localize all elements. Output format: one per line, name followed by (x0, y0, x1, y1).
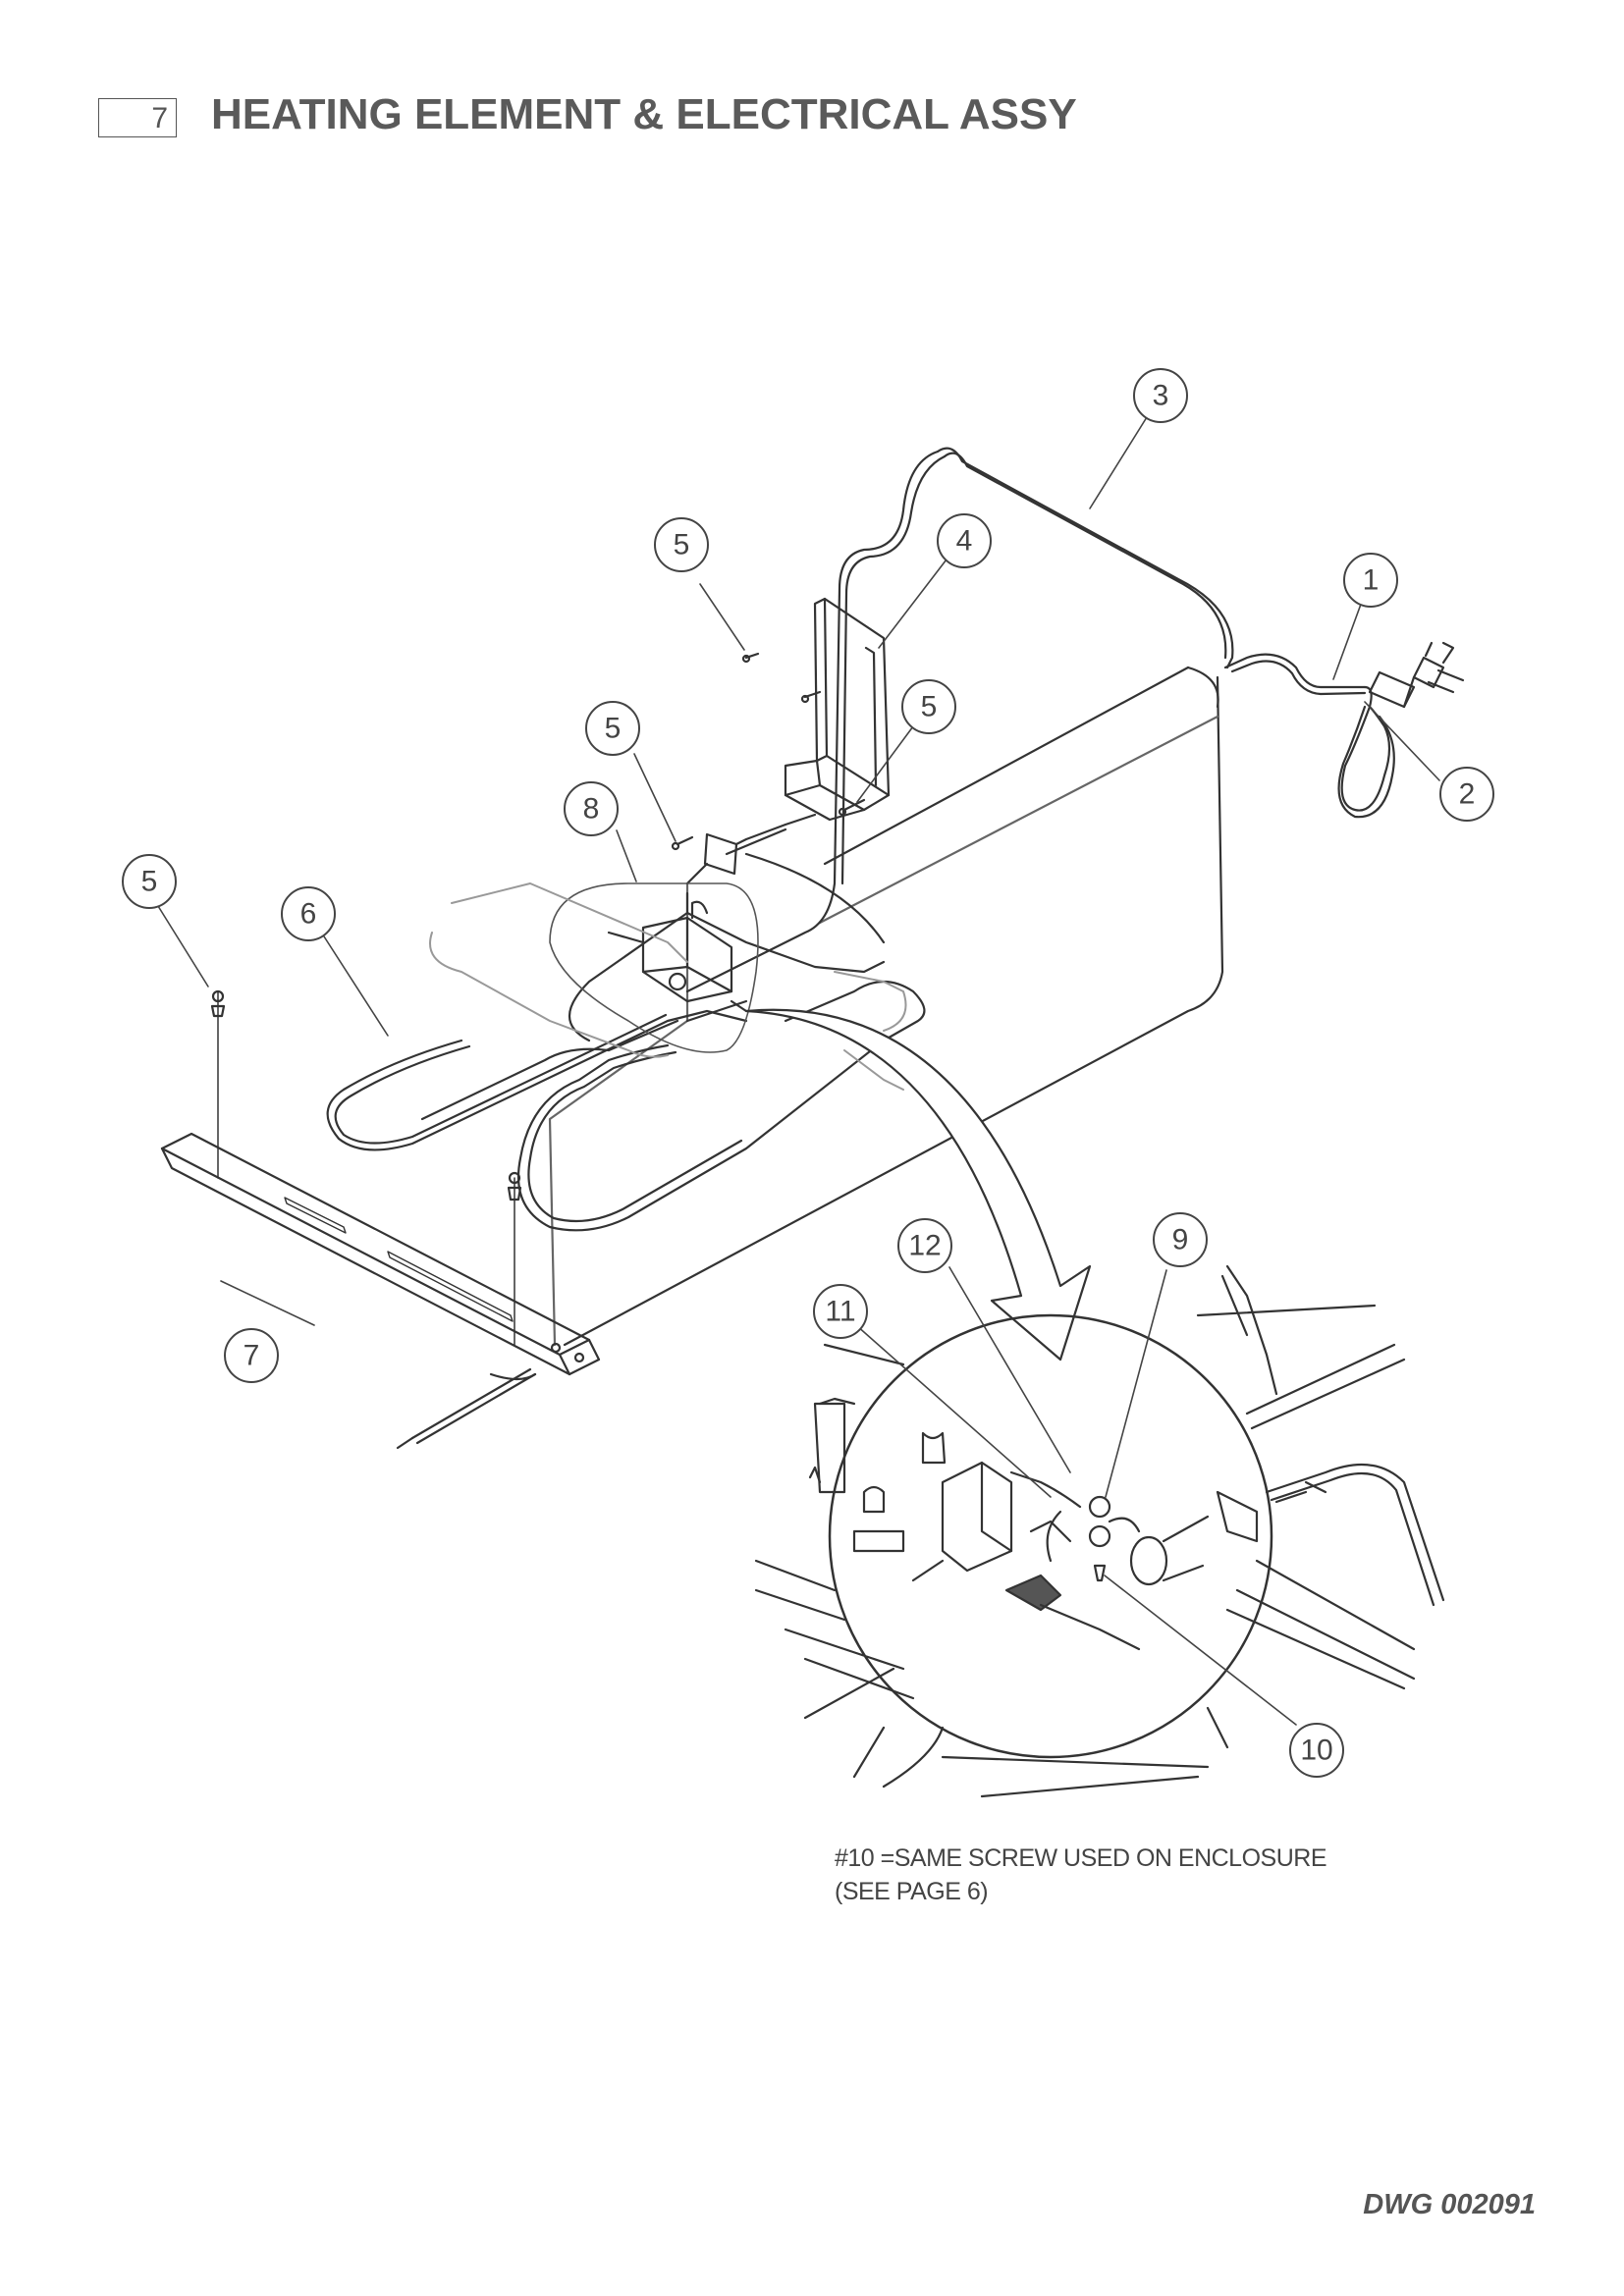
callout-10: 10 (1289, 1723, 1344, 1778)
callout-5b: 5 (901, 679, 956, 734)
callout-label-5d: 5 (141, 866, 158, 898)
callout-2: 2 (1439, 767, 1494, 822)
page-number: 7 (151, 102, 168, 134)
callout-label-9: 9 (1172, 1224, 1189, 1256)
callout-5d: 5 (122, 854, 177, 909)
callout-12: 12 (897, 1218, 952, 1273)
callout-label-1: 1 (1363, 564, 1380, 597)
callout-label-6: 6 (300, 898, 317, 931)
callout-6: 6 (281, 886, 336, 941)
sensor-probe (396, 1367, 537, 1450)
callout-label-2: 2 (1459, 778, 1476, 811)
detail-magnifier (754, 1264, 1445, 1798)
callout-label-8: 8 (583, 793, 600, 826)
mounting-rail (160, 1132, 601, 1376)
callout-label-5c: 5 (605, 713, 622, 745)
power-cord (685, 447, 1395, 993)
drawing-number: DWG 002091 (1363, 2189, 1536, 2220)
callout-label-5a: 5 (674, 529, 690, 561)
callout-7: 7 (224, 1328, 279, 1383)
callout-label-12: 12 (908, 1230, 941, 1262)
power-plug (1368, 641, 1465, 709)
callout-3: 3 (1133, 368, 1188, 423)
callout-11: 11 (813, 1284, 868, 1339)
callout-9: 9 (1153, 1212, 1208, 1267)
page-number-box: 7 (98, 98, 177, 137)
note-line-2: (SEE PAGE 6) (835, 1878, 989, 1905)
callout-label-11: 11 (825, 1296, 855, 1328)
thermostat (549, 882, 759, 1053)
callout-8: 8 (564, 781, 619, 836)
mounting-bracket (784, 597, 891, 822)
assembly-note: #10 =SAME SCREW USED ON ENCLOSURE (SEE P… (835, 1842, 1327, 1908)
pan-outline (429, 882, 907, 1091)
callout-label-5b: 5 (921, 691, 938, 723)
tank-enclosure (548, 666, 1224, 1347)
leader-lines (157, 416, 1440, 1726)
callout-4: 4 (937, 513, 992, 568)
terminal-plate (685, 813, 886, 974)
callout-label-3: 3 (1153, 380, 1169, 412)
callout-5c: 5 (585, 701, 640, 756)
callout-5a: 5 (654, 517, 709, 572)
heating-element (326, 891, 926, 1232)
callout-1: 1 (1343, 553, 1398, 608)
screws (210, 652, 866, 1346)
page-title: HEATING ELEMENT & ELECTRICAL ASSY (211, 90, 1077, 138)
detail-arrow (744, 1008, 1092, 1362)
callout-label-10: 10 (1300, 1735, 1332, 1767)
callout-label-7: 7 (244, 1340, 260, 1372)
callout-label-4: 4 (956, 525, 973, 558)
note-line-1: #10 =SAME SCREW USED ON ENCLOSURE (835, 1844, 1327, 1872)
